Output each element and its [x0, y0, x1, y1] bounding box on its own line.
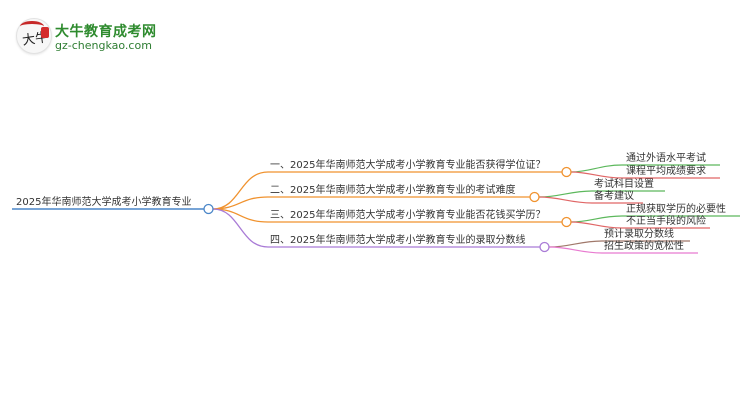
- root-node[interactable]: 2025年华南师范大学成考小学教育专业: [16, 197, 192, 208]
- site-logo[interactable]: 大牛 大牛教育成考网 gz-chengkao.com: [16, 18, 156, 56]
- leaf-node[interactable]: 通过外语水平考试: [626, 153, 706, 164]
- branch-node-2[interactable]: 二、2025年华南师范大学成考小学教育专业的考试难度: [270, 185, 516, 196]
- branch-node-4[interactable]: 四、2025年华南师范大学成考小学教育专业的录取分数线: [270, 235, 526, 246]
- branch-1-toggle-icon: [561, 166, 572, 178]
- logo-url: gz-chengkao.com: [55, 39, 152, 52]
- root-toggle-icon: [203, 203, 214, 215]
- leaf-node[interactable]: 备考建议: [594, 191, 634, 202]
- logo-title: 大牛教育成考网: [55, 24, 157, 40]
- logo-badge-icon: 大牛: [16, 18, 52, 54]
- branch-node-1[interactable]: 一、2025年华南师范大学成考小学教育专业能否获得学位证？: [270, 160, 546, 171]
- branch-node-3[interactable]: 三、2025年华南师范大学成考小学教育专业能否花钱买学历？: [270, 210, 546, 221]
- leaf-node[interactable]: 考试科目设置: [594, 179, 654, 190]
- branch-4-toggle-icon: [539, 241, 550, 253]
- leaf-node[interactable]: 招生政策的宽松性: [604, 241, 684, 252]
- leaf-node[interactable]: 不正当手段的风险: [626, 216, 706, 227]
- leaf-node[interactable]: 预计录取分数线: [604, 229, 674, 240]
- leaf-node[interactable]: 课程平均成绩要求: [626, 166, 706, 177]
- branch-3-toggle-icon: [561, 216, 572, 228]
- leaf-node[interactable]: 正规获取学历的必要性: [626, 204, 726, 215]
- branch-2-toggle-icon: [529, 191, 540, 203]
